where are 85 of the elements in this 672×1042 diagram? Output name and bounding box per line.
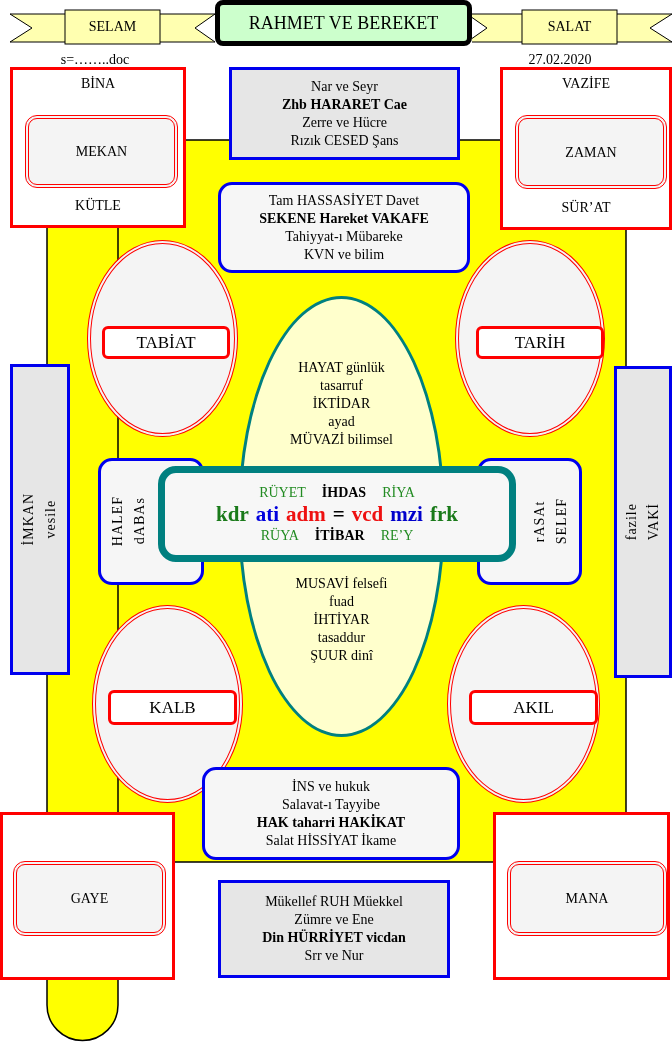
formula-panel	[158, 466, 516, 562]
label-text: Salavat-ı Tayyibe	[282, 795, 380, 814]
label-text: Tam HASSASİYET Davet	[268, 191, 420, 210]
label-text: RE’Y	[380, 527, 414, 545]
label-text: Zerre ve Hücre	[302, 113, 387, 132]
label-panel	[13, 861, 166, 936]
label-text: RİYA	[382, 484, 415, 502]
ribbon-banner	[472, 8, 672, 46]
label-text: Rızık CESED Şans	[290, 131, 399, 150]
label-text: ZAMAN	[565, 143, 617, 162]
label-text: SEKENE Hareket VAKAFE	[259, 209, 429, 228]
label-text: RÜYA	[260, 527, 299, 545]
label-text: fuad	[329, 593, 354, 611]
label-text: HAYAT günlük	[298, 359, 385, 377]
label-text: kdr	[216, 502, 249, 526]
label-text: BİNA	[80, 75, 116, 93]
label-text: adm	[286, 502, 326, 526]
label-text: TABİAT	[136, 331, 196, 354]
label-panel	[515, 115, 667, 189]
label-text: Nar ve Seyr	[311, 77, 378, 96]
label-text: dABAs	[131, 498, 148, 545]
label-text: frk	[429, 502, 458, 526]
label-text: tasaddur	[317, 629, 366, 647]
label-text: Mükellef RUH Müekkel	[265, 893, 403, 911]
label-text: İHTİYAR	[313, 611, 370, 629]
label-text: İHDAS	[321, 483, 367, 502]
text-panel	[218, 880, 450, 978]
frame-panel	[0, 812, 175, 980]
label-text: SELEF	[553, 498, 570, 545]
label-text: SÜR’AT	[561, 199, 611, 217]
text-panel	[218, 182, 470, 273]
label-text: VAZİFE	[562, 75, 610, 93]
label-text: KÜTLE	[75, 197, 121, 215]
label-text: Din HÜRRİYET vicdan	[262, 929, 406, 947]
label-text: Zümre ve Ene	[294, 911, 374, 929]
frame-panel	[10, 67, 186, 228]
label-panel	[469, 690, 598, 725]
text-panel	[202, 767, 460, 860]
label-text: SELAM	[87, 18, 138, 36]
label-text: GAYE	[70, 890, 109, 908]
label-text: Zhb HARARET Cae	[282, 95, 407, 114]
side-panel	[10, 364, 70, 675]
label-text: tasarruf	[320, 377, 363, 395]
label-text: MEKAN	[75, 143, 128, 161]
label-text: ŞUUR dinî	[310, 647, 373, 665]
label-text: AKIL	[513, 696, 554, 719]
label-text: Srr ve Nur	[304, 947, 364, 965]
label-text: KALB	[149, 696, 196, 719]
label-panel	[476, 326, 604, 359]
label-text: İKTİDAR	[312, 395, 371, 413]
label-text: vesile	[42, 500, 59, 539]
label-panel	[25, 115, 178, 188]
label-text: ayad	[328, 413, 355, 431]
label-text: İTİBAR	[314, 526, 365, 545]
label-text: Salat HİSSİYAT İkame	[265, 831, 397, 850]
label-text: Tahiyyat-ı Mübareke	[285, 227, 403, 246]
label-panel	[102, 326, 230, 359]
label-text: İNS ve hukuk	[292, 777, 370, 796]
label-text: HAK taharri HAKİKAT	[256, 813, 406, 832]
note-text: 27.02.2020	[527, 52, 593, 68]
note-text: s=……..doc	[59, 52, 131, 68]
label-text: İMKAN	[20, 493, 37, 546]
title-banner: RAHMET VE BEREKET	[215, 0, 472, 46]
ribbon-banner	[10, 8, 215, 46]
label-text: MANA	[565, 890, 609, 908]
label-text: HALEF	[109, 496, 126, 547]
label-text: SALAT	[546, 18, 593, 36]
side-panel	[614, 366, 672, 678]
frame-panel	[493, 812, 670, 980]
label-text: TARİH	[514, 331, 566, 354]
label-text: VAKİ	[645, 503, 662, 541]
label-text: RÜYET	[259, 484, 306, 502]
label-text: vcd	[351, 502, 384, 526]
label-panel	[507, 861, 667, 936]
text-panel	[229, 67, 460, 160]
label-text: mzi	[390, 502, 423, 526]
label-panel	[108, 690, 237, 725]
label-text: ati	[255, 502, 280, 526]
label-text: MÜVAZİ bilimsel	[290, 431, 393, 449]
label-text: =	[332, 502, 345, 526]
label-text: KVN ve bilim	[303, 245, 385, 264]
label-text: MUSAVİ felsefi	[295, 575, 388, 593]
label-text: fazile	[623, 503, 640, 541]
label-text: rASAt	[531, 500, 548, 543]
frame-panel	[500, 67, 672, 230]
